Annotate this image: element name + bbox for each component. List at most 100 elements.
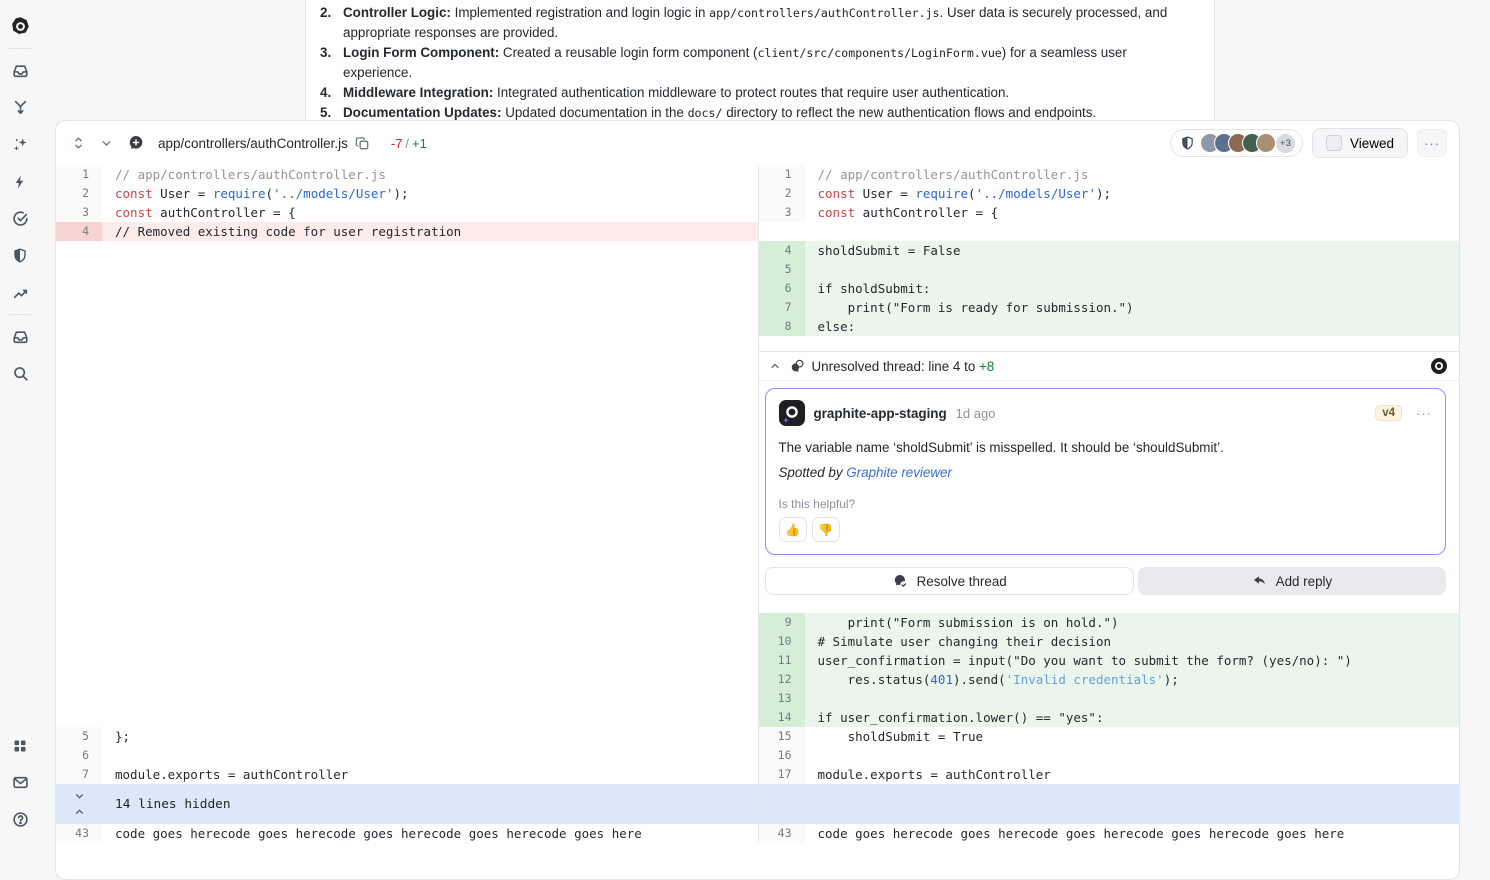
code-line: // Removed existing code for user regist… (102, 222, 758, 241)
summary-list: 2.Controller Logic: Implemented registra… (320, 3, 1198, 123)
comment-body: The variable name ‘sholdSubmit’ is missp… (778, 440, 1224, 455)
inline-code: client/src/components/LoginForm.vue (757, 46, 1002, 60)
file-header: app/controllers/authController.js -7/+1 … (56, 121, 1459, 165)
line-number[interactable]: 8 (758, 317, 805, 336)
line-number[interactable]: 16 (758, 746, 805, 765)
diff-stats: -7/+1 (390, 135, 427, 151)
viewed-button[interactable]: Viewed (1311, 128, 1408, 158)
trend-chart-icon[interactable] (1, 274, 39, 311)
graphite-reviewer-link[interactable]: Graphite reviewer (846, 465, 952, 480)
line-number[interactable]: 14 (758, 708, 805, 727)
code-line: module.exports = authController (115, 767, 349, 782)
copy-path-icon[interactable] (355, 136, 370, 151)
add-comment-bubble-icon[interactable] (127, 134, 145, 152)
thread-header: Unresolved thread: line 4 to +8 (758, 351, 1459, 381)
code-line: # Simulate user changing their decision (804, 632, 1459, 651)
line-number[interactable]: 1 (758, 165, 805, 184)
summary-item-number: 2. (320, 5, 332, 20)
diff-spacer (56, 651, 758, 670)
line-number[interactable]: 7 (758, 298, 805, 317)
viewed-checkbox[interactable] (1325, 135, 1342, 151)
line-number[interactable]: 2 (56, 184, 102, 203)
diff-row: 5}; 15 sholdSubmit = True (56, 727, 1459, 746)
diff-row: 9 print("Form submission is on hold.") (56, 613, 1459, 632)
feedback-buttons: 👍 👎 (778, 517, 1433, 542)
sidebar (0, 0, 40, 840)
check-circle-icon[interactable] (1, 200, 39, 237)
lightning-icon[interactable] (1, 163, 39, 200)
collapse-file-chevron-icon[interactable] (99, 136, 114, 151)
code-line: const User = require('../models/User'); (817, 186, 1112, 201)
line-number[interactable]: 3 (758, 203, 805, 222)
line-number[interactable]: 9 (758, 613, 805, 632)
apps-grid-icon[interactable] (1, 727, 39, 764)
line-number[interactable]: 11 (758, 651, 805, 670)
line-number[interactable]: 15 (758, 727, 805, 746)
thread-title: Unresolved thread: line 4 to +8 (811, 358, 995, 374)
graphite-logo-icon[interactable] (1, 8, 39, 45)
line-number[interactable]: 4 (758, 241, 805, 260)
search-icon[interactable] (1, 355, 39, 392)
comment-timestamp: 1d ago (955, 405, 996, 421)
line-number[interactable]: 4 (56, 222, 102, 241)
thumbs-down-button[interactable]: 👎 (811, 517, 840, 542)
expand-collapse-diff-icon[interactable] (71, 135, 86, 151)
avatar-stack (1199, 133, 1276, 153)
line-number[interactable]: 2 (758, 184, 805, 203)
line-number[interactable]: 3 (56, 203, 102, 222)
help-icon[interactable] (1, 801, 39, 838)
diff-row: 6 16 (56, 746, 1459, 765)
merge-branches-icon[interactable] (1, 89, 39, 126)
diff-line: 15 sholdSubmit = True (757, 727, 1459, 746)
line-number[interactable]: 1 (56, 165, 102, 184)
hidden-lines-row: 14 lines hidden (56, 784, 1459, 824)
shield-icon[interactable] (1, 237, 39, 274)
comment-author: graphite-app-staging (813, 405, 947, 421)
line-number[interactable]: 6 (56, 746, 102, 765)
resolve-thread-button[interactable]: Resolve thread (764, 567, 1134, 595)
expand-hidden-down-icon[interactable] (73, 790, 86, 803)
diff-spacer (56, 336, 758, 613)
code-line: }; (115, 729, 131, 744)
add-reply-button[interactable]: Add reply (1137, 567, 1446, 595)
ai-sparkles-icon[interactable] (1, 126, 39, 163)
line-number[interactable]: 5 (758, 260, 805, 279)
inbox-secondary-icon[interactable] (1, 318, 39, 355)
line-number[interactable]: 5 (56, 727, 102, 746)
thumbs-up-button[interactable]: 👍 (778, 517, 807, 542)
diff-row: 2 const User = require('../models/User');… (56, 184, 1459, 203)
deletions-count: -7 (390, 135, 403, 151)
code-line (804, 689, 1459, 708)
line-number[interactable]: 12 (758, 670, 805, 689)
diff-line: 7 print("Form is ready for submission.") (757, 298, 1459, 317)
line-number[interactable]: 6 (758, 279, 805, 298)
inbox-icon[interactable] (1, 52, 39, 89)
code-line: const authController = { (115, 205, 296, 220)
diff-spacer (56, 298, 758, 317)
summary-item-number: 3. (320, 45, 332, 60)
code-line: print("Form submission is on hold.") (804, 613, 1459, 632)
pr-summary-card: 2.Controller Logic: Implemented registra… (305, 0, 1215, 139)
line-number[interactable]: 17 (758, 765, 805, 784)
file-menu-button[interactable]: ··· (1417, 129, 1447, 157)
line-number[interactable]: 43 (758, 824, 805, 843)
sidebar-divider (9, 48, 31, 49)
expand-hidden-up-icon[interactable] (73, 805, 86, 818)
line-number[interactable]: 10 (758, 632, 805, 651)
code-line: if sholdSubmit: (804, 279, 1459, 298)
comment-menu-button[interactable]: ··· (1416, 405, 1432, 421)
avatar (1255, 133, 1276, 153)
collapse-thread-icon[interactable] (768, 359, 782, 373)
line-number[interactable]: 7 (56, 765, 102, 784)
line-number[interactable]: 13 (758, 689, 805, 708)
line-number[interactable]: 43 (56, 824, 102, 843)
diff-line: 1// app/controllers/authController.js (56, 165, 758, 184)
mail-icon[interactable] (1, 764, 39, 801)
reviewers-pill[interactable]: +3 (1169, 129, 1303, 157)
file-diff-card: app/controllers/authController.js -7/+1 … (55, 120, 1460, 880)
